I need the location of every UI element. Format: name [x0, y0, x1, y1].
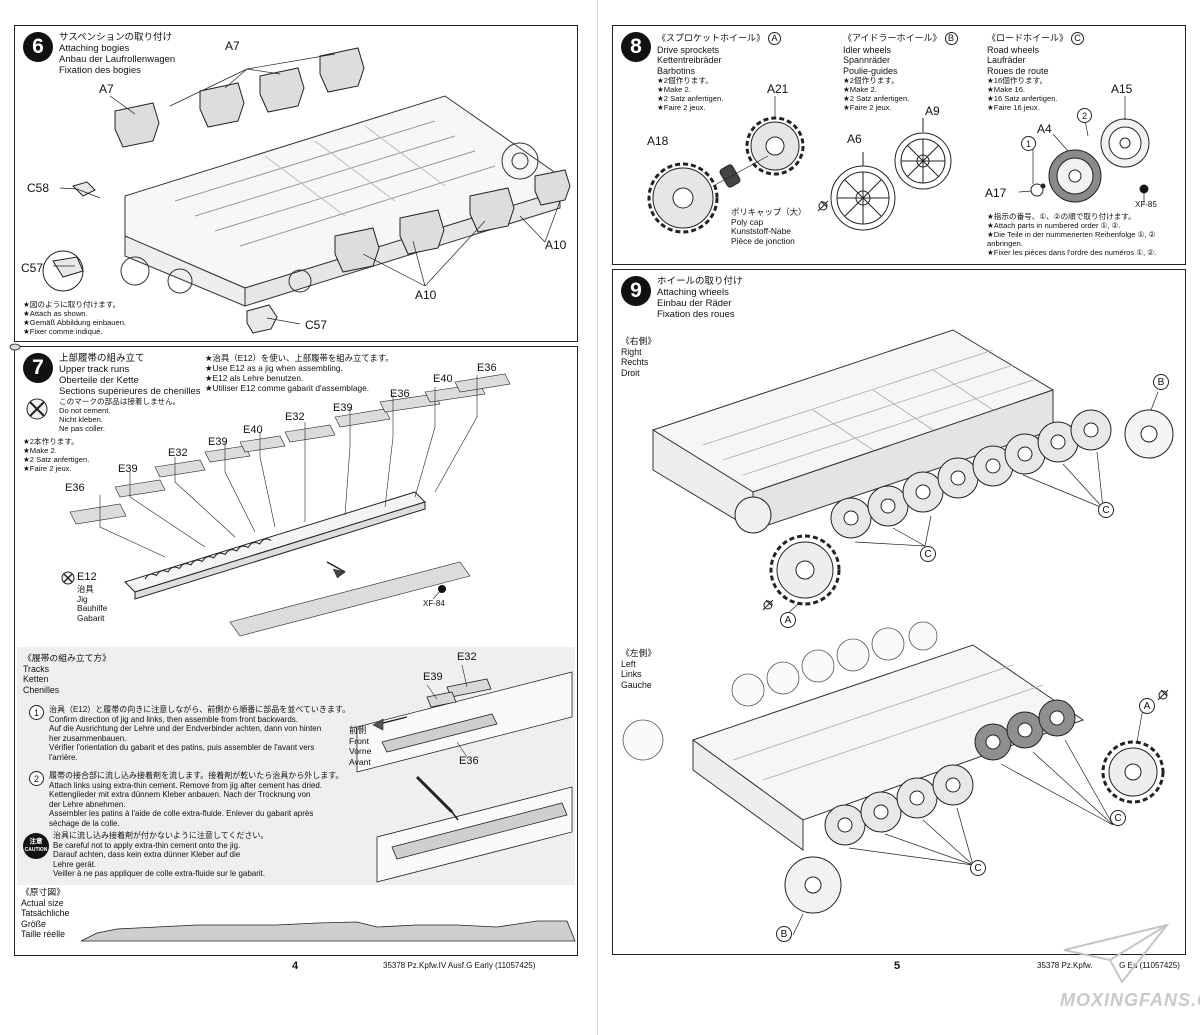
- tracks-caution: 治具に流し込み接着剤が付かないように注意してください。 Be careful n…: [53, 831, 269, 879]
- step7-jig-note: ★治具（E12）を使い、上部履帯を組み立てます。 ★Use E12 as a j…: [205, 353, 394, 393]
- road-order-note: ★指示の番号、①、②の順で取り付けます。 ★Attach parts in nu…: [987, 212, 1157, 257]
- step9-hull-left-drawing: [622, 621, 1169, 936]
- instruction-2-badge: 2: [29, 771, 44, 786]
- step7-label-e36-c: E36: [477, 362, 497, 374]
- left-side-label: 《左側》 Left Links Gauche: [621, 648, 657, 690]
- tracks-sub-title: 《履帯の組み立て方》 Tracks Ketten Chenilles: [23, 653, 111, 695]
- step7-panel: 7 上部履帯の組み立て Upper track runs Oberteile d…: [9, 343, 578, 956]
- step7-label-e39-a: E39: [118, 463, 138, 475]
- idler-make: ★2個作ります。 ★Make 2. ★2 Satz anfertigen. ★F…: [843, 76, 910, 112]
- watermark-plane-icon: [1063, 923, 1170, 984]
- step7-make2: ★2本作ります。 ★Make 2. ★2 Satz anfertigen. ★F…: [23, 437, 90, 473]
- step6-label-c58: C58: [27, 181, 50, 195]
- tracks-instruction-1: 治具（E12）と履帯の向きに注意しながら、前側から順番に部品を並べていきます。 …: [49, 705, 351, 762]
- footer-code-right: 35378 Pz.Kpfw. G Ea (11057425): [1037, 961, 1180, 970]
- step6-title: サスペンションの取り付け Attaching bogies Anbau der …: [59, 32, 176, 76]
- label-a17: A17: [985, 186, 1007, 200]
- step7-label-e32-a: E32: [168, 447, 188, 459]
- step7-no-cement: このマークの部品は接着しません。 Do not cement. Nicht kl…: [59, 397, 181, 433]
- step9-right-tag-c1: C: [920, 546, 936, 562]
- page-fold: [597, 0, 598, 1035]
- step6-number: 6: [23, 32, 53, 62]
- road-paint-xf85: XF-85: [1135, 200, 1157, 209]
- tracks-label-e36: E36: [459, 755, 479, 767]
- step7-jig-names: 治具 Jig Bauhilfe Gabarit: [77, 584, 108, 623]
- step7-title: 上部履帯の組み立て Upper track runs Oberteile der…: [59, 353, 201, 397]
- idler-title: 《アイドラーホイール》B Idler wheels Spannräder Pou…: [843, 32, 958, 76]
- right-side-label: 《右側》 Right Rechts Droit: [621, 336, 657, 378]
- step9-right-tag-b: B: [1153, 374, 1169, 390]
- label-a9: A9: [925, 104, 940, 118]
- step9-left-tag-a: A: [1139, 698, 1155, 714]
- step6-label-a7-left: A7: [99, 82, 114, 96]
- step7-label-e40-a: E40: [243, 424, 263, 436]
- step6-label-c57-bottom: C57: [305, 318, 328, 332]
- no-cement-icon: [61, 571, 75, 585]
- step9-hull-right-drawing: [651, 329, 1174, 619]
- step8-wheels-drawing: [647, 96, 1150, 234]
- tracks-jig-drawing: [356, 664, 573, 883]
- step9-panel: 9 ホイールの取り付け Attaching wheels Einbau der …: [612, 269, 1186, 955]
- step6-label-c57-left: C57: [21, 261, 44, 275]
- road-make: ★16個作ります。 ★Make 16. ★16 Satz anfertigen.…: [987, 76, 1058, 112]
- actual-size-label: 《原寸図》 Actual size Tatsächliche Größe Tai…: [21, 887, 70, 939]
- step9-right-tag-c2: C: [1098, 502, 1114, 518]
- no-cement-icon: [26, 398, 48, 420]
- caution-badge: 注意 CAUTION: [23, 833, 49, 859]
- step6-label-a7-top: A7: [225, 39, 240, 53]
- step7-label-e32-b: E32: [285, 411, 305, 423]
- tracks-front-label: 前側 Front Vorne Avant: [349, 725, 372, 767]
- step7-label-e36-a: E36: [65, 482, 85, 494]
- road-title: 《ロードホイール》C Road wheels Laufräder Roues d…: [987, 32, 1085, 76]
- instruction-1-badge: 1: [29, 705, 44, 720]
- road-tag: C: [1071, 32, 1085, 45]
- step9-right-tag-a: A: [780, 612, 796, 628]
- label-a21: A21: [767, 82, 789, 96]
- step9-left-tag-c1: C: [1110, 810, 1126, 826]
- step7-label-e39-b: E39: [208, 436, 228, 448]
- sprockets-make: ★2個作ります。 ★Make 2. ★2 Satz anfertigen. ★F…: [657, 76, 724, 112]
- step6-label-a10-bottom: A10: [415, 288, 437, 302]
- sprockets-title: 《スプロケットホイール》A Drive sprockets Kettentrei…: [657, 32, 782, 76]
- step6-panel: 6 サスペンションの取り付け Attaching bogies Anbau de…: [14, 25, 578, 342]
- tracks-instruction-2: 履帯の接合部に流し込み接着剤を流します。接着剤が乾いたら治具から外します。 At…: [49, 771, 344, 828]
- step6-label-a10-right: A10: [545, 238, 567, 252]
- step6-hull-drawing: [42, 47, 571, 334]
- step7-jig-label: E12: [77, 571, 97, 583]
- tracks-how-to-box: 《履帯の組み立て方》 Tracks Ketten Chenilles 1 治具（…: [17, 647, 575, 885]
- step7-paint-xf84: XF-84: [423, 599, 445, 608]
- step7-label-e39-c: E39: [333, 402, 353, 414]
- step9-left-tag-b: B: [776, 926, 792, 942]
- page-number-right: 5: [894, 960, 901, 972]
- road-step-1-badge: 1: [1021, 136, 1036, 151]
- step6-note: ★図のように取り付けます。 ★Attach as shown. ★Gemäß A…: [23, 300, 127, 336]
- page-left: 6 サスペンションの取り付け Attaching bogies Anbau de…: [0, 0, 596, 1035]
- step7-number: 7: [23, 353, 53, 383]
- actual-size-track-drawing: [80, 920, 576, 942]
- watermark-text: MOXINGFANS.COM: [1060, 990, 1200, 1010]
- step7-track-drawing: [9, 343, 511, 637]
- label-a6: A6: [847, 132, 862, 146]
- step9-title: ホイールの取り付け Attaching wheels Einbau der Rä…: [657, 276, 743, 320]
- step8-panel: 8 《スプロケットホイール》A Drive sprockets Kettentr…: [612, 25, 1186, 265]
- step7-label-e36-b: E36: [390, 388, 410, 400]
- footer-code-left: 35378 Pz.Kpfw.IV Ausf.G Early (11057425): [383, 961, 536, 970]
- page-number-left: 4: [292, 960, 299, 972]
- polycap-label: ポリキャップ（大） Poly cap Kunststoff-Nabe Pièce…: [731, 207, 807, 246]
- step9-left-tag-c2: C: [970, 860, 986, 876]
- label-a18: A18: [647, 134, 669, 148]
- road-step-2-badge: 2: [1077, 108, 1092, 123]
- page-right: 8 《スプロケットホイール》A Drive sprockets Kettentr…: [600, 0, 1200, 1035]
- tracks-label-e39: E39: [423, 671, 443, 683]
- tracks-label-e32: E32: [457, 651, 477, 663]
- label-a15: A15: [1111, 82, 1133, 96]
- step8-number: 8: [621, 32, 651, 62]
- idler-tag: B: [944, 32, 958, 45]
- label-a4: A4: [1037, 122, 1052, 136]
- step9-number: 9: [621, 276, 651, 306]
- sprocket-tag: A: [768, 32, 782, 45]
- step7-label-e40-b: E40: [433, 373, 453, 385]
